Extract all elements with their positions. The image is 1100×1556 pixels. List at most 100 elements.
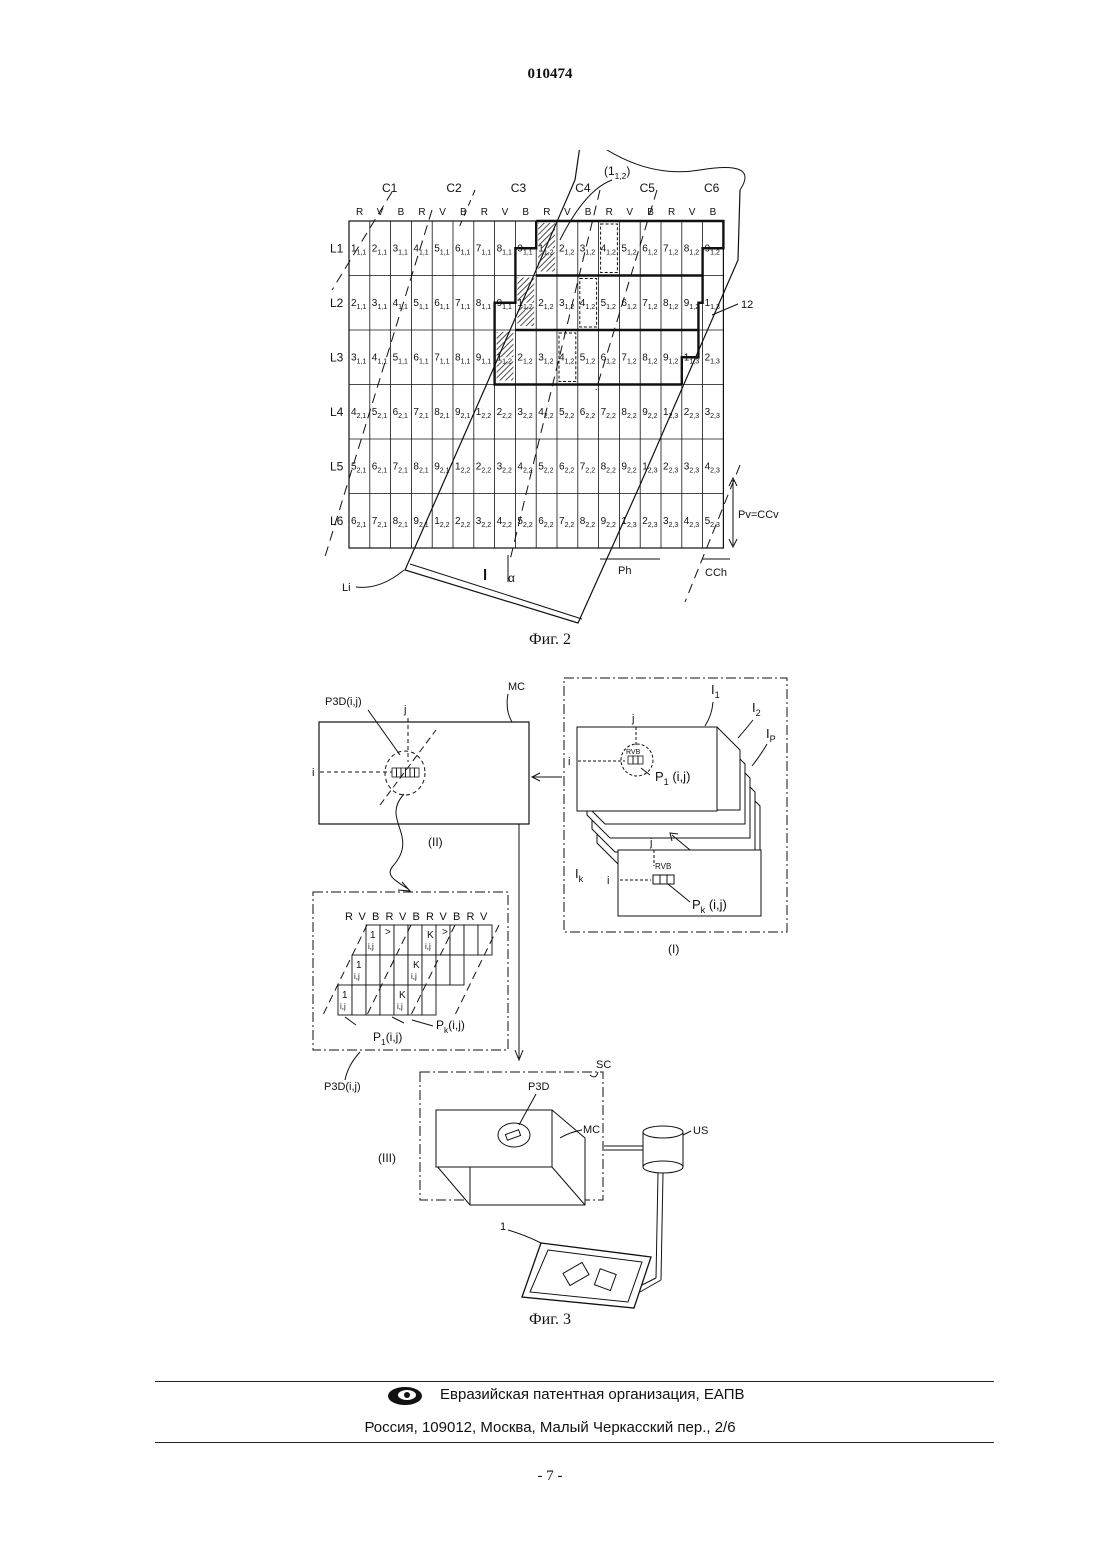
row-label: L5 [330,459,344,473]
label-i-mc: i [312,767,314,779]
subpixel-cell-label: 81,1 [476,298,491,311]
subpixel-cell-label: 72,2 [559,516,574,529]
detail-arrow-mark: > [385,927,391,938]
figure-2-lenticular-grid: 11,121,131,141,151,161,171,181,191,111,2… [0,150,1100,630]
subpixel-letter: B [710,207,717,218]
subpixel-cell-label: 21,2 [559,243,574,256]
detail-header-letter: V [480,911,488,923]
subpixel-cell-label: 71,1 [455,298,470,311]
row-label: L3 [330,350,344,364]
column-group-label: C5 [640,181,656,195]
subpixel-cell-label: 41,1 [393,298,408,311]
subpixel-cell-label: 32,3 [684,461,699,474]
subpixel-cell-label: 32,2 [517,407,532,420]
detail-cell-sub: i,j [425,942,431,951]
subpixel-cell-label: 32,3 [663,516,678,529]
detail-cell [366,985,380,1015]
subpixel-letter: B [585,207,592,218]
label-l: l [483,567,487,584]
subpixel-cell-label: 42,1 [351,407,366,420]
detail-cell [478,925,492,955]
subpixel-cell-label: 81,2 [663,298,678,311]
detail-pk-leader [412,1020,433,1026]
subpixel-cell-label: 72,1 [413,407,428,420]
detail-header-letter: B [413,911,420,923]
image-ik [618,850,761,916]
subpixel-cell-label: 71,2 [642,298,657,311]
subpixel-letter: V [502,207,509,218]
subpixel-letter: R [356,207,363,218]
subpixel-cell-label: 71,1 [434,352,449,365]
subpixel-cell-label: 72,1 [372,516,387,529]
label-i1: I1 [711,682,720,700]
subpixel-cell-label: 22,3 [663,461,678,474]
label-li-leader [356,570,404,587]
subpixel-cell-label: 91,2 [684,298,699,311]
label-ik: Ik [575,866,584,884]
subpixel-cell-label: 61,2 [642,243,657,256]
subpixel-cell-label: 92,2 [642,407,657,420]
label-j-i1: j [631,713,634,725]
detail-cell [450,955,464,985]
l-dimension [410,564,582,619]
detail-label-pk: Pk(i,j) [436,1018,465,1035]
detail-cell-k-label: K [399,990,406,1001]
subpixel-cell-label: 61,1 [434,298,449,311]
detail-cell [450,925,464,955]
detail-cell [422,955,436,985]
subpixel-cell-label: 72,2 [601,407,616,420]
subpixel-cell-label: 71,2 [621,352,636,365]
detail-header-letter: V [399,911,407,923]
subpixel-cell-label: 91,2 [663,352,678,365]
subpixel-cell-label: 82,2 [621,407,636,420]
label-i1-leader [705,702,713,726]
subpixel-letter: V [564,207,571,218]
subpixel-cell-label: 82,1 [413,461,428,474]
detail-cell [436,955,450,985]
subpixel-cell-label: 81,2 [684,243,699,256]
subpixel-cell-label: 82,2 [580,516,595,529]
detail-header-letter: V [359,911,367,923]
detail-cell-1-label: 1 [370,930,376,941]
label-p3d: P3D [528,1081,549,1093]
subpixel-cell-label: 81,2 [642,352,657,365]
subpixel-cell-label: 12,2 [476,407,491,420]
detail-pk-tick [392,1017,404,1023]
subpixel-cell-label: 32,3 [705,407,720,420]
subpixel-cell-label: 22,2 [476,461,491,474]
subpixel-cell-label: 62,2 [559,461,574,474]
subpixel-cell-label: 52,3 [705,516,720,529]
subpixel-cell-label: 41,2 [580,298,595,311]
subpixel-cell-label: 62,2 [538,516,553,529]
detail-cell [422,985,436,1015]
subpixel-letter: R [418,207,425,218]
row-label: L6 [330,514,344,528]
detail-header-letter: R [386,911,394,923]
subpixel-letter: R [668,207,675,218]
image-i1 [577,727,717,811]
callout-1-2: (11,2) [604,164,630,181]
label-panel-i: (I) [668,942,679,956]
lens-boundary-dashed [324,210,432,560]
footer-address: Россия, 109012, Москва, Малый Черкасский… [0,1419,1100,1436]
subpixel-cell-label: 12,2 [455,461,470,474]
subpixel-cell-label: 91,2 [705,243,720,256]
label-ph: Ph [618,565,631,577]
subpixel-cell-label: 22,3 [642,516,657,529]
subpixel-cell-label: 52,1 [372,407,387,420]
label-p3d-bottom-leader [345,1052,360,1080]
subpixel-cell-label: 82,1 [434,407,449,420]
row-label: L2 [330,296,344,310]
subpixel-cell-label: 82,2 [601,461,616,474]
subpixel-cell-label: 41,2 [559,352,574,365]
column-group-label: C3 [511,181,527,195]
subpixel-cell-label: 42,3 [705,461,720,474]
row-label: L1 [330,241,344,255]
subpixel-cell-label: 21,2 [538,298,553,311]
detail-cell-k-label: K [427,930,434,941]
subpixel-cell-label: 62,1 [393,407,408,420]
subpixel-letter: R [606,207,613,218]
row-label: L4 [330,405,344,419]
us-cylinder-top [643,1126,683,1138]
detail-header-letter: V [440,911,448,923]
